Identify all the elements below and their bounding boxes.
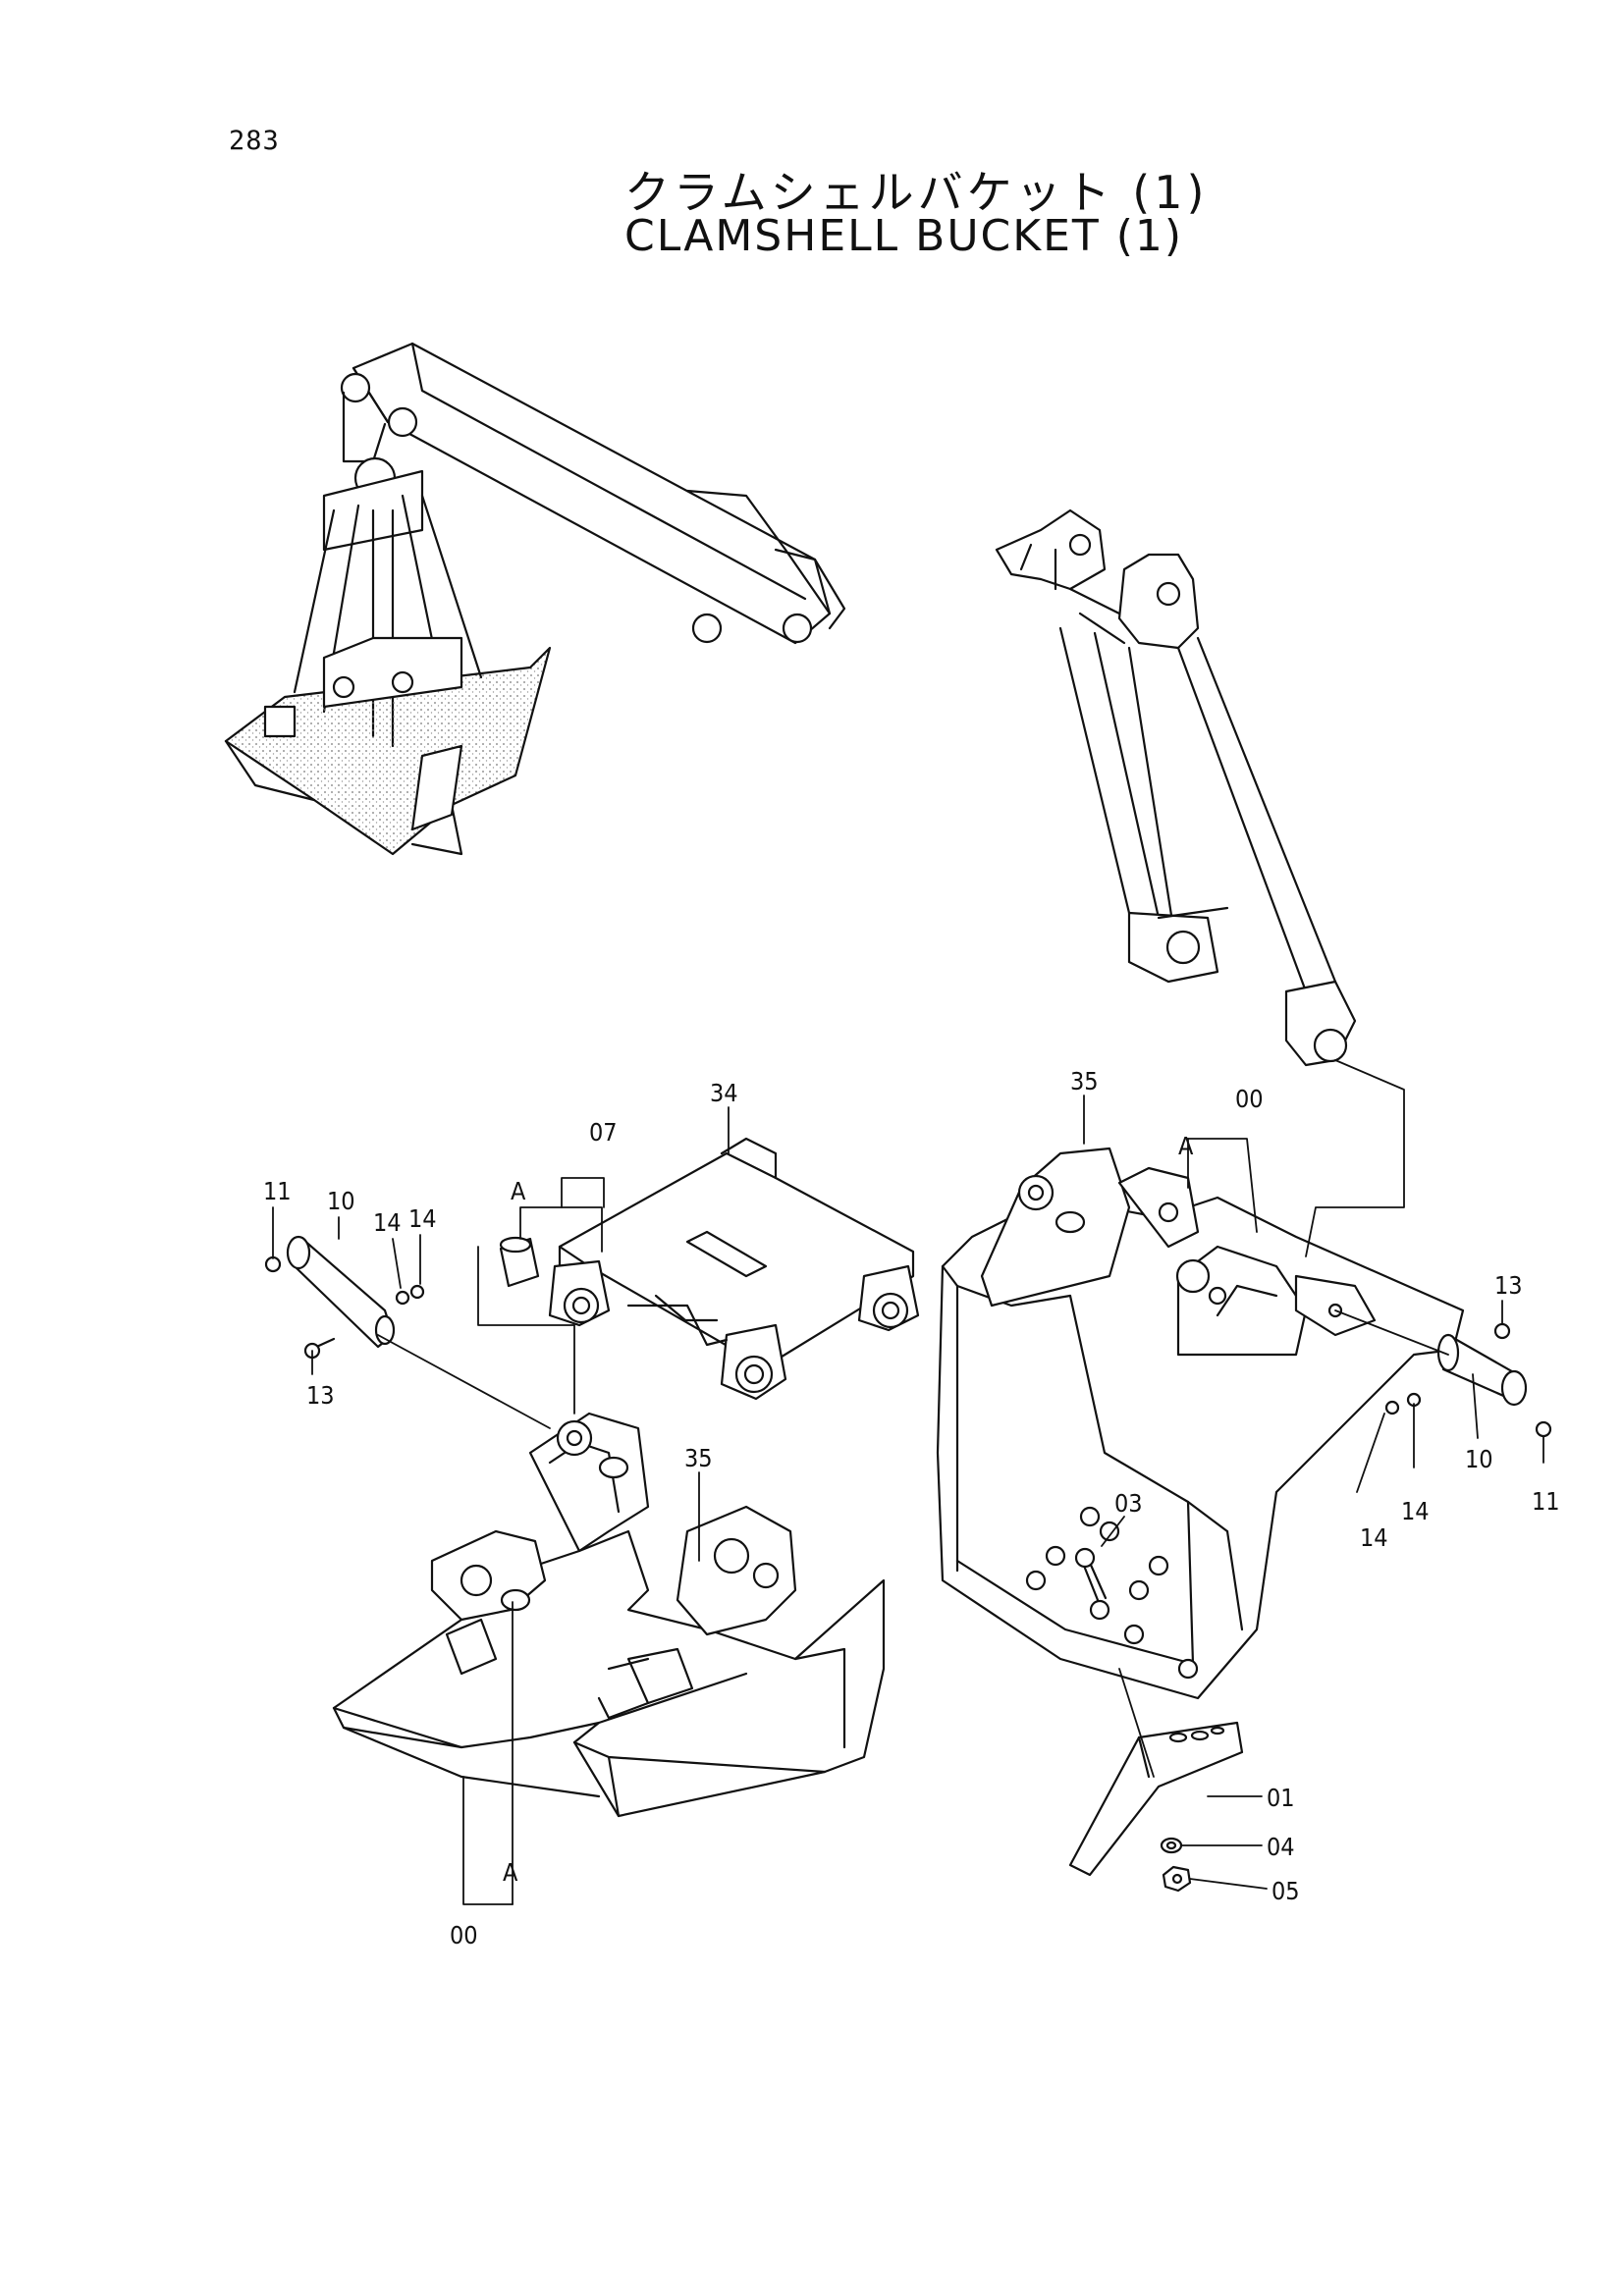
callout-10-right: 10 xyxy=(1465,1445,1493,1473)
callout-13-left: 13 xyxy=(306,1381,335,1410)
callout-35-left: 35 xyxy=(684,1444,713,1472)
bucket-tooth-01 xyxy=(1068,1721,1244,1877)
callout-11-left: 11 xyxy=(263,1177,292,1205)
page-title-japanese: クラムシェルバケット (1) xyxy=(624,166,1209,219)
callout-34: 34 xyxy=(710,1079,738,1107)
callout-a-top: A xyxy=(511,1177,526,1205)
callout-13-right: 13 xyxy=(1494,1271,1523,1300)
callout-11-right: 11 xyxy=(1532,1487,1560,1516)
callout-14-a: 14 xyxy=(373,1208,402,1237)
callout-14-b: 14 xyxy=(408,1204,437,1233)
callout-07: 07 xyxy=(589,1118,618,1147)
page-title-english: CLAMSHELL BUCKET (1) xyxy=(624,211,1184,261)
callout-03: 03 xyxy=(1114,1489,1143,1518)
callout-05: 05 xyxy=(1271,1877,1300,1905)
callout-14-c: 14 xyxy=(1360,1523,1388,1552)
bushing-07 xyxy=(499,1236,540,1288)
leader-lines xyxy=(272,1059,1544,1905)
callout-00-left: 00 xyxy=(450,1921,478,1949)
page-number: 283 xyxy=(229,126,280,156)
callout-10-left: 10 xyxy=(327,1187,355,1215)
nut-05 xyxy=(1162,1865,1192,1893)
excavator-overview-illustration xyxy=(224,342,846,856)
callout-35-right: 35 xyxy=(1070,1067,1099,1095)
callout-a-right: A xyxy=(1178,1132,1194,1160)
callout-00-right: 00 xyxy=(1235,1085,1264,1113)
hanger-bracket-34 xyxy=(548,1137,920,1401)
link-arm-illustration xyxy=(995,508,1357,1067)
pin-assembly-right xyxy=(1384,1322,1552,1438)
washer-04 xyxy=(1160,1837,1183,1854)
callout-labels: 11 10 14 14 13 07 34 A 35 A 00 35 00 A 1… xyxy=(263,1067,1560,1949)
callout-a-bottom: A xyxy=(503,1858,518,1887)
bucket-half-left xyxy=(332,1412,886,1818)
callout-14-d: 14 xyxy=(1401,1497,1430,1525)
callout-01: 01 xyxy=(1267,1784,1295,1812)
bucket-half-right xyxy=(936,1147,1465,1700)
pin-assembly-left xyxy=(264,1235,425,1360)
callout-04: 04 xyxy=(1267,1833,1295,1861)
